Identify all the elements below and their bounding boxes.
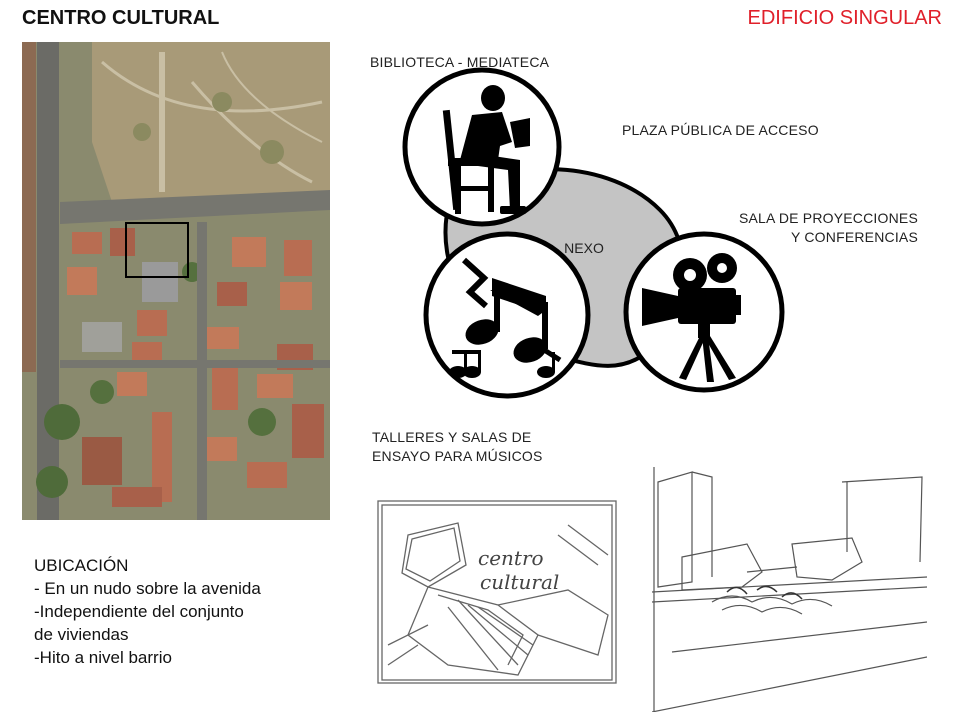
reading-person-icon bbox=[442, 85, 530, 214]
sketch-text-line1: centro bbox=[478, 546, 544, 570]
ubicacion-heading: UBICACIÓN bbox=[34, 556, 129, 575]
ubicacion-item: - En un nudo sobre la avenida bbox=[34, 579, 261, 598]
music-notes-icon bbox=[449, 257, 562, 378]
label-talleres: TALLERES Y SALAS DE ENSAYO PARA MÚSICOS bbox=[372, 428, 543, 466]
label-plaza: PLAZA PÚBLICA DE ACCESO bbox=[622, 122, 819, 138]
label-sala: SALA DE PROYECCIONES Y CONFERENCIAS bbox=[739, 209, 918, 247]
ubicacion-item: -Hito a nivel barrio bbox=[34, 648, 172, 667]
label-talleres-line1: TALLERES Y SALAS DE bbox=[372, 429, 532, 445]
label-sala-line2: Y CONFERENCIAS bbox=[790, 229, 918, 245]
movie-camera-icon bbox=[642, 253, 741, 382]
program-diagram: NEXO bbox=[402, 67, 785, 399]
library-circle bbox=[402, 67, 562, 227]
ubicacion-item: -Independiente del conjunto bbox=[34, 602, 244, 621]
ubicacion-block: UBICACIÓN - En un nudo sobre la avenida … bbox=[34, 554, 261, 669]
music-circle bbox=[423, 231, 591, 399]
ubicacion-item: de viviendas bbox=[34, 625, 129, 644]
label-sala-line1: SALA DE PROYECCIONES bbox=[738, 210, 918, 226]
aerial-photo bbox=[22, 42, 330, 520]
label-nexo: NEXO bbox=[564, 240, 604, 256]
cinema-circle bbox=[623, 231, 785, 393]
page-subtitle: EDIFICIO SINGULAR bbox=[747, 7, 942, 29]
plan-sketch: centro cultural bbox=[368, 495, 638, 690]
page-title: CENTRO CULTURAL bbox=[22, 7, 220, 29]
perspective-sketch bbox=[652, 462, 927, 712]
sketch-text-line2: cultural bbox=[480, 570, 559, 594]
label-talleres-line2: ENSAYO PARA MÚSICOS bbox=[372, 448, 543, 464]
label-biblioteca: BIBLIOTECA - MEDIATECA bbox=[370, 54, 550, 70]
